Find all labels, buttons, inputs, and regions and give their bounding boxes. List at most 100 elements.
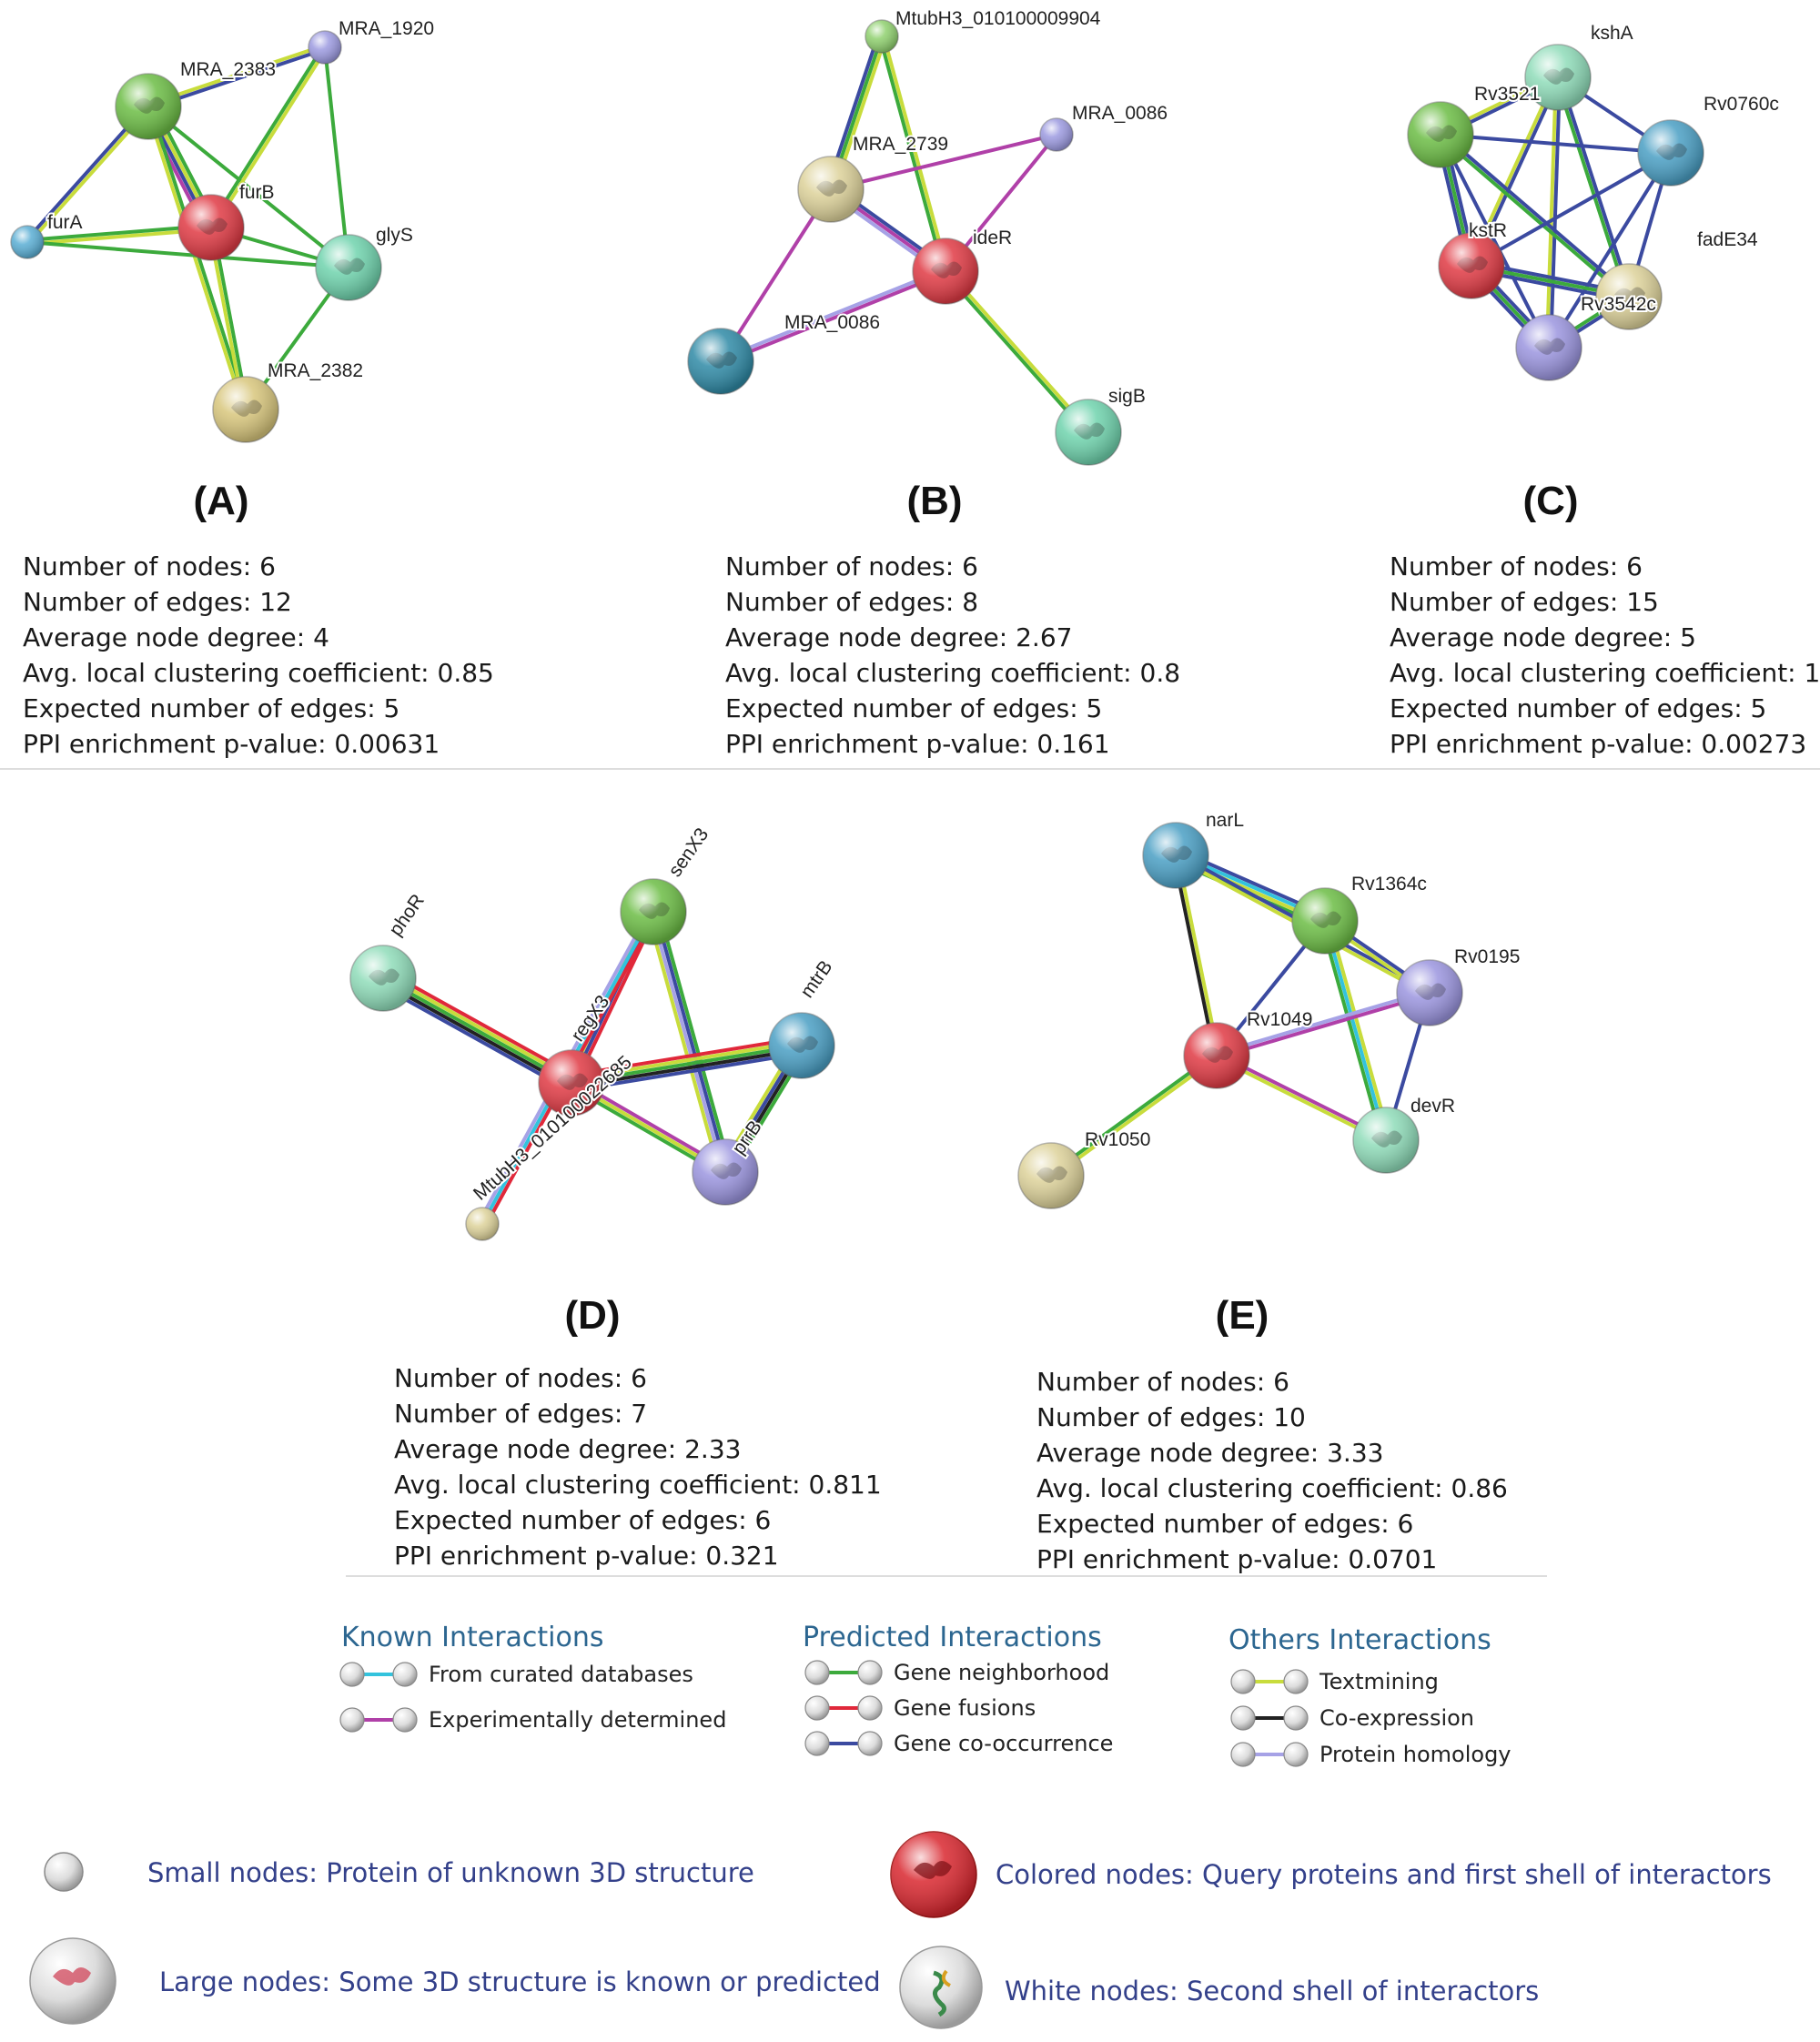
- edge-legend: Known Interactions From curated database…: [339, 1622, 1512, 1767]
- legend-node-right: [1283, 1705, 1309, 1731]
- stat-line: PPI enrichment p-value: 0.00273: [1390, 729, 1806, 759]
- legend-label: Gene fusions: [894, 1695, 1036, 1721]
- node[interactable]: [212, 376, 279, 443]
- edge-line-experimental: [829, 133, 1058, 191]
- stat-line: Avg. local clustering coefficient: 0.85: [23, 658, 494, 688]
- stat-line: PPI enrichment p-value: 0.321: [394, 1541, 779, 1571]
- edge-line-homology: [718, 268, 947, 362]
- edge-line-neighborhood: [147, 105, 350, 269]
- node[interactable]: [10, 225, 45, 259]
- legend-label: Gene co-occurrence: [894, 1731, 1113, 1756]
- stat-line: Number of nodes: 6: [394, 1363, 647, 1393]
- node-shine: [1638, 120, 1704, 186]
- node[interactable]: [1407, 101, 1474, 168]
- node[interactable]: [1017, 1142, 1085, 1209]
- node[interactable]: [538, 1049, 605, 1117]
- node[interactable]: [687, 328, 754, 395]
- edge-line-cooccurrence: [1471, 76, 1562, 268]
- node[interactable]: [692, 1138, 759, 1206]
- edge-line-experimental: [1215, 993, 1432, 1060]
- node[interactable]: [1396, 959, 1463, 1026]
- legend-title: Others Interactions: [1228, 1624, 1491, 1656]
- node[interactable]: [115, 73, 182, 140]
- node-shine: [913, 238, 978, 304]
- edge-line-database: [1323, 919, 1388, 1142]
- edge-line-fusion: [385, 969, 578, 1078]
- node[interactable]: [1291, 887, 1359, 955]
- edge-line-coexpression: [570, 1047, 804, 1089]
- node-label: MRA_0086: [1072, 103, 1168, 124]
- node[interactable]: [620, 878, 687, 945]
- legend-title: Known Interactions: [341, 1622, 604, 1653]
- edge: [1439, 133, 1673, 155]
- edge: [1439, 133, 1551, 349]
- legend-row-homology: Protein homology: [1230, 1742, 1512, 1767]
- panel-label: (E): [1216, 1293, 1269, 1338]
- stat-line: Avg. local clustering coefficient: 0.811: [394, 1470, 882, 1500]
- edge-line-textmining: [645, 911, 722, 1176]
- node-shine: [1408, 102, 1473, 167]
- node[interactable]: [465, 1207, 500, 1241]
- node-label: kshA: [1591, 23, 1633, 44]
- node[interactable]: [1055, 399, 1122, 466]
- legend-node-right: [1283, 1742, 1309, 1767]
- legend-node-left: [1230, 1705, 1256, 1731]
- edge: [877, 34, 950, 274]
- node[interactable]: [1142, 822, 1209, 889]
- node-label: kstR: [1469, 220, 1507, 241]
- edge-line-cooccurrence: [1470, 151, 1673, 268]
- node-legend-small: Small nodes: Protein of unknown 3D struc…: [147, 1857, 754, 1888]
- node[interactable]: [315, 234, 382, 301]
- node[interactable]: [1039, 117, 1074, 152]
- stat-line: Average node degree: 3.33: [1036, 1438, 1383, 1468]
- stat-line: Average node degree: 5: [1390, 622, 1696, 652]
- node[interactable]: [912, 238, 979, 305]
- node[interactable]: [797, 156, 864, 223]
- edge-line-neighborhood: [25, 240, 350, 269]
- stat-line: Number of edges: 8: [725, 587, 978, 617]
- node-shine: [1439, 233, 1504, 298]
- node[interactable]: [177, 194, 245, 261]
- edge-line-neighborhood: [1554, 76, 1630, 299]
- node-label: MRA_2383: [180, 59, 276, 80]
- edge: [1544, 75, 1562, 350]
- stat-line: Expected number of edges: 5: [23, 693, 399, 723]
- legend-row-coexpression: Co-expression: [1230, 1705, 1474, 1731]
- node-shine: [116, 74, 181, 139]
- node[interactable]: [864, 19, 899, 54]
- node[interactable]: [1515, 314, 1582, 381]
- protein-structure-icon: [933, 1970, 946, 2017]
- panel-label: (D): [564, 1293, 620, 1338]
- legend-node-right: [392, 1662, 418, 1687]
- stat-line: Number of edges: 12: [23, 587, 292, 617]
- edge-line-cooccurrence: [1549, 76, 1562, 350]
- node[interactable]: [308, 30, 342, 65]
- legend-others: Others Interactions TextminingCo-express…: [1228, 1624, 1512, 1767]
- small-node-swatch: [44, 1852, 84, 1892]
- edge: [25, 240, 350, 269]
- edge-line-experimental: [719, 270, 948, 365]
- node[interactable]: [1524, 44, 1592, 111]
- edge-line-textmining: [383, 973, 576, 1082]
- node-shine: [1292, 888, 1358, 954]
- legend-known: Known Interactions From curated database…: [339, 1622, 726, 1733]
- node[interactable]: [1438, 232, 1505, 299]
- panel-D: phoRsenX3regX3mtrBprrBMtubH3_01010002268…: [349, 823, 882, 1571]
- edge-line-textmining: [945, 268, 1092, 433]
- node[interactable]: [1183, 1022, 1250, 1089]
- node[interactable]: [1352, 1107, 1420, 1174]
- node[interactable]: [1595, 263, 1663, 330]
- node[interactable]: [768, 1012, 835, 1079]
- edge: [568, 1036, 805, 1093]
- node-shine: [1143, 823, 1208, 888]
- node[interactable]: [1637, 119, 1704, 187]
- protein-structure-icon: [941, 1969, 951, 1987]
- edge-line-neighborhood: [657, 908, 733, 1173]
- node[interactable]: [349, 945, 417, 1012]
